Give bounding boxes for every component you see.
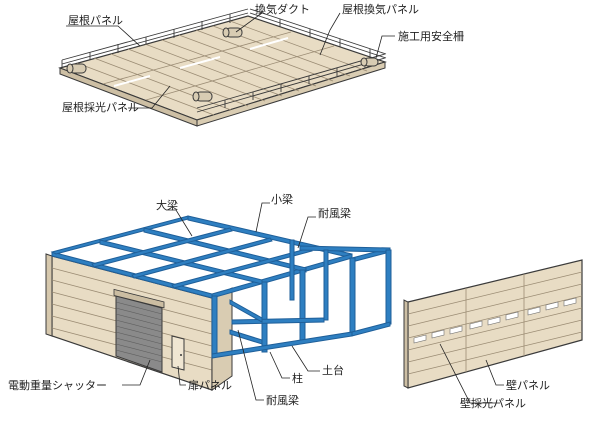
cross-beam-3 <box>171 247 313 289</box>
label-wall-panel: 壁パネル <box>506 379 550 392</box>
wind-beam-lower <box>229 299 263 345</box>
label-safety-fence: 施工用安全柵 <box>398 30 464 43</box>
shutter-box <box>113 288 165 309</box>
column-back-1 <box>323 249 329 321</box>
sill-inner <box>231 317 325 325</box>
cross-beam-1 <box>91 227 233 268</box>
roof-panel-edge-right <box>196 61 386 127</box>
column-corner-front <box>211 295 218 357</box>
sill-right <box>351 321 391 337</box>
door-panel-icon <box>171 335 185 371</box>
roof-panel-cross-seams <box>102 31 335 101</box>
wall-leader-lines <box>439 343 504 404</box>
label-roof-vent-panel: 屋根換気パネル <box>342 3 419 16</box>
column-mid-2 <box>299 269 306 341</box>
label-shutter: 電動重量シャッター <box>8 379 107 392</box>
building-assembly <box>45 215 392 391</box>
steel-frame <box>50 215 391 299</box>
label-small-beam: 小梁 <box>271 193 293 206</box>
column-right <box>349 257 356 335</box>
left-end-wall <box>45 253 53 337</box>
column-mid-1 <box>261 281 268 353</box>
safety-fence-right <box>249 8 387 59</box>
safety-fence-front <box>196 53 386 113</box>
roof-panel-seams <box>76 20 368 116</box>
sill-front <box>211 331 353 359</box>
label-wind-beam-bottom: 耐風梁 <box>266 394 299 407</box>
building-leader-lines <box>122 202 320 401</box>
shutter-slats <box>115 301 163 363</box>
label-base: 土台 <box>322 364 344 377</box>
cross-beam-2 <box>131 237 273 279</box>
label-wall-skylight-panel: 壁採光パネル <box>460 397 526 410</box>
safety-fence-back <box>61 8 249 68</box>
label-roof-skylight-panel: 屋根採光パネル <box>62 101 139 114</box>
label-main-beam: 大梁 <box>156 199 178 212</box>
door-handle-icon <box>180 354 182 356</box>
column-back-2 <box>289 239 295 301</box>
wall-skylight-band <box>413 297 577 344</box>
roof-skylight-strips <box>113 37 289 87</box>
wall-panel-assembly <box>403 259 583 389</box>
label-wind-beam-top: 耐風梁 <box>318 207 351 220</box>
column-far-right <box>385 249 392 325</box>
label-roof-panel: 屋根パネル <box>68 14 123 27</box>
roof-leader-lines <box>66 12 395 109</box>
wall-panel-vertical-seams <box>465 274 525 372</box>
roof-assembly <box>58 8 387 127</box>
wall-panel-edge <box>403 299 409 389</box>
label-door-panel: 扉パネル <box>188 379 232 392</box>
wind-beam-right-2 <box>299 245 391 253</box>
wall-panel-face <box>407 259 583 389</box>
label-vent-duct: 換気ダクト <box>255 3 310 16</box>
base-sill <box>211 317 391 359</box>
label-column: 柱 <box>292 372 303 385</box>
